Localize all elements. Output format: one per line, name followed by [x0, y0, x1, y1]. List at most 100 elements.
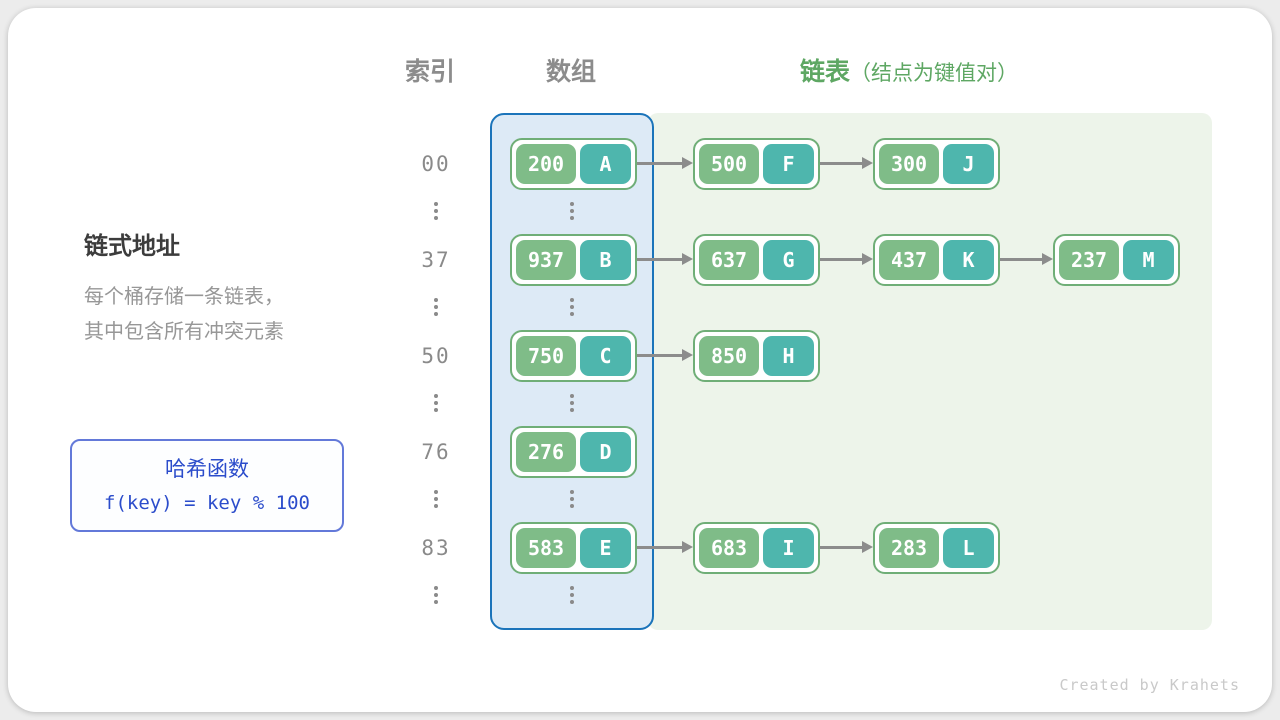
node-value: D — [580, 432, 631, 472]
node-value: L — [943, 528, 994, 568]
node-key: 500 — [699, 144, 760, 184]
node-value: E — [580, 528, 631, 568]
dot — [570, 312, 574, 316]
section-title: 链式地址 — [84, 233, 180, 260]
arrow-icon — [637, 157, 693, 169]
ellipsis-dots — [434, 586, 438, 604]
header-list: 链表 （结点为键值对） — [800, 52, 1018, 88]
bucket-index: 50 — [421, 344, 451, 368]
watermark: Created by Krahets — [1059, 676, 1240, 694]
bucket-index: 37 — [421, 248, 451, 272]
node-key: 237 — [1059, 240, 1120, 280]
dot — [434, 394, 438, 398]
node-key: 750 — [516, 336, 577, 376]
header-list-label: 链表 — [800, 58, 851, 86]
dot — [570, 586, 574, 590]
dot — [570, 600, 574, 604]
dot — [434, 312, 438, 316]
dot — [570, 209, 574, 213]
dot — [434, 490, 438, 494]
dot — [434, 600, 438, 604]
dot — [434, 202, 438, 206]
dot — [434, 305, 438, 309]
section-description: 每个桶存储一条链表， 其中包含所有冲突元素 — [84, 280, 284, 350]
dot — [434, 497, 438, 501]
dot — [434, 298, 438, 302]
section-description-line-2: 其中包含所有冲突元素 — [84, 321, 284, 343]
arrow-icon — [820, 253, 873, 265]
dot — [570, 394, 574, 398]
header-list-note: （结点为键值对） — [850, 62, 1019, 85]
node-key: 276 — [516, 432, 577, 472]
dot — [570, 216, 574, 220]
dot — [434, 216, 438, 220]
node-value: F — [763, 144, 814, 184]
dot — [570, 401, 574, 405]
ellipsis-dots — [570, 586, 574, 604]
dot — [570, 298, 574, 302]
dot — [570, 504, 574, 508]
bucket-index: 00 — [421, 152, 451, 176]
ellipsis-dots — [570, 298, 574, 316]
dot — [434, 504, 438, 508]
node-value: B — [580, 240, 631, 280]
header-array-label: 数组 — [545, 58, 596, 86]
node-value: H — [763, 336, 814, 376]
header-index-label: 索引 — [404, 58, 455, 86]
node-key: 683 — [699, 528, 760, 568]
ellipsis-dots — [570, 394, 574, 412]
arrow-icon — [1000, 253, 1053, 265]
dot — [570, 202, 574, 206]
dot — [570, 593, 574, 597]
hash-function-box: 哈希函数 f(key) = key % 100 — [70, 439, 344, 532]
section-description-line-1: 每个桶存储一条链表， — [84, 286, 284, 308]
dot — [434, 209, 438, 213]
node-key: 583 — [516, 528, 577, 568]
arrow-icon — [637, 541, 693, 553]
node-value: C — [580, 336, 631, 376]
bucket-index: 76 — [421, 440, 451, 464]
ellipsis-dots — [434, 298, 438, 316]
node-value: M — [1123, 240, 1174, 280]
dot — [570, 497, 574, 501]
dot — [570, 490, 574, 494]
node-value: I — [763, 528, 814, 568]
dot — [434, 586, 438, 590]
ellipsis-dots — [570, 202, 574, 220]
hash-function-formula: f(key) = key % 100 — [104, 492, 310, 514]
ellipsis-dots — [434, 394, 438, 412]
hash-function-title: 哈希函数 — [165, 458, 249, 481]
node-key: 300 — [879, 144, 940, 184]
node-value: G — [763, 240, 814, 280]
arrow-icon — [820, 541, 873, 553]
dot — [570, 305, 574, 309]
bucket-index: 83 — [421, 536, 451, 560]
arrow-icon — [820, 157, 873, 169]
ellipsis-dots — [434, 202, 438, 220]
node-value: A — [580, 144, 631, 184]
node-key: 637 — [699, 240, 760, 280]
node-value: J — [943, 144, 994, 184]
node-key: 850 — [699, 336, 760, 376]
node-value: K — [943, 240, 994, 280]
node-key: 937 — [516, 240, 577, 280]
node-key: 437 — [879, 240, 940, 280]
dot — [434, 401, 438, 405]
ellipsis-dots — [570, 490, 574, 508]
dot — [434, 593, 438, 597]
